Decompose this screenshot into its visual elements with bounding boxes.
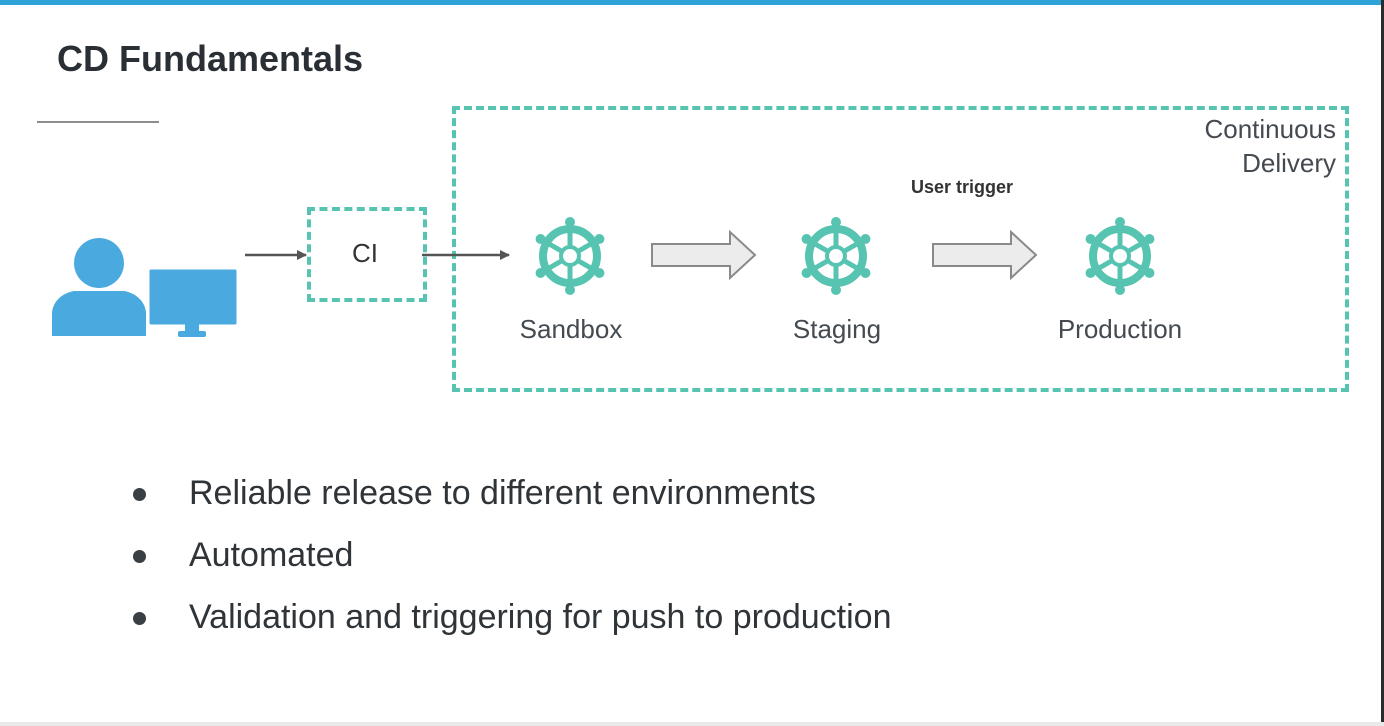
top-accent-bar: [0, 0, 1384, 5]
bottom-edge: [0, 722, 1384, 726]
ci-label: CI: [352, 238, 378, 268]
staging-to-production-arrow: [932, 229, 1038, 281]
right-edge: [1381, 0, 1384, 726]
stage-label-staging: Staging: [792, 314, 882, 344]
sandbox-to-staging-arrow: [651, 229, 757, 281]
bullet-text: Reliable release to different environmen…: [189, 474, 816, 512]
bullet-item: Automated: [130, 532, 892, 594]
bullet-text: Automated: [189, 536, 354, 574]
production-helm-wheel-icon: [1085, 217, 1155, 295]
title-underline: [37, 121, 159, 123]
user-trigger-label: User trigger: [911, 177, 1014, 197]
stage-label-sandbox: Sandbox: [519, 314, 623, 344]
slide-title: CD Fundamentals: [57, 38, 364, 79]
continuous-delivery-label: Continuous Delivery: [1204, 112, 1336, 180]
bullet-dot: [133, 550, 146, 563]
continuous-delivery-box: [452, 106, 1349, 392]
bullet-list: Reliable release to different environmen…: [130, 470, 892, 656]
bullet-item: Validation and triggering for push to pr…: [130, 594, 892, 656]
staging-helm-wheel-icon: [801, 217, 871, 295]
bullet-text: Validation and triggering for push to pr…: [189, 598, 892, 636]
bullet-dot: [133, 488, 146, 501]
cd-label-line1: Continuous: [1204, 114, 1336, 144]
cd-label-line2: Delivery: [1242, 148, 1336, 178]
bullet-item: Reliable release to different environmen…: [130, 470, 892, 532]
stage-label-production: Production: [1057, 314, 1183, 344]
bullet-dot: [133, 612, 146, 625]
sandbox-helm-wheel-icon: [535, 217, 605, 295]
user-computer-icon: [52, 238, 240, 337]
